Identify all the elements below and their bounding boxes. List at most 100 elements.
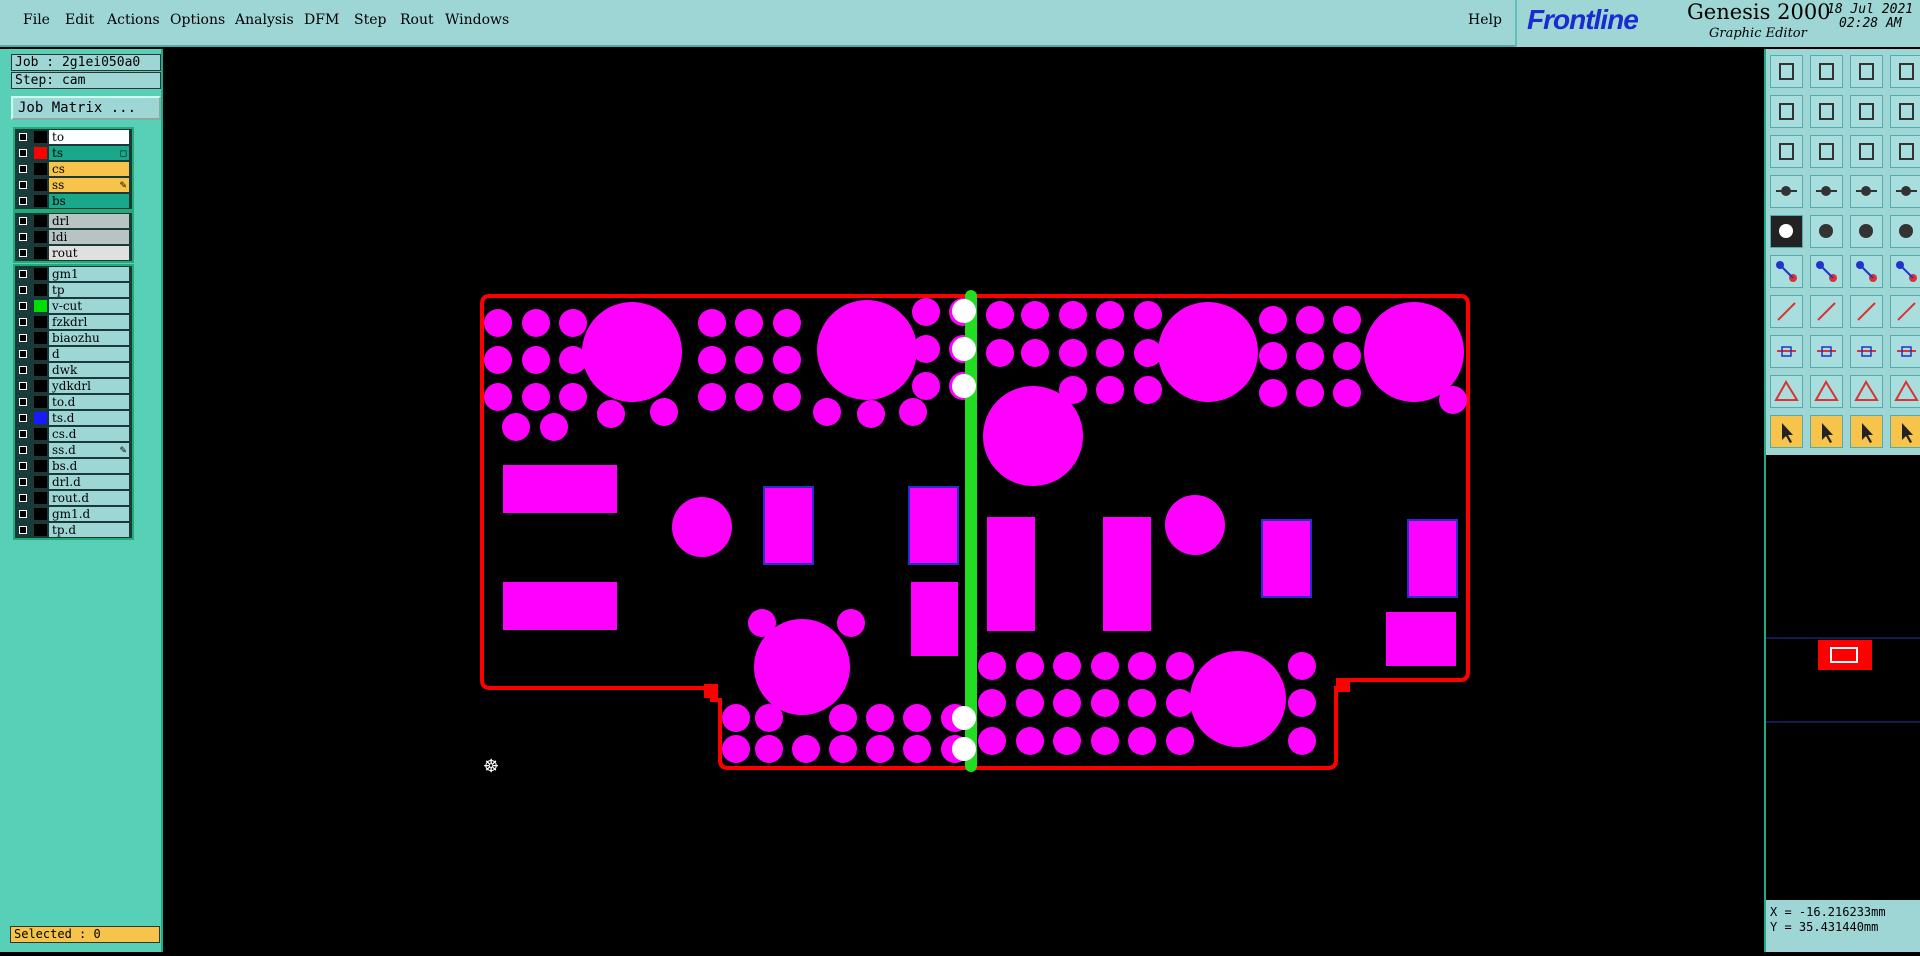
window-icon[interactable] bbox=[1890, 55, 1920, 88]
pointer2-icon[interactable] bbox=[1810, 415, 1843, 448]
draw2-icon[interactable] bbox=[1810, 295, 1843, 328]
tri3-icon[interactable] bbox=[1850, 375, 1883, 408]
layer-checkbox[interactable] bbox=[19, 149, 27, 157]
connect-icon[interactable] bbox=[1770, 255, 1803, 288]
layer-row-drl.d[interactable]: drl.d bbox=[15, 474, 132, 490]
move-icon[interactable] bbox=[1810, 255, 1843, 288]
layer-name[interactable]: bs.d bbox=[49, 459, 129, 473]
layer-name[interactable]: ydkdrl bbox=[49, 379, 129, 393]
layer-color-swatch[interactable] bbox=[34, 364, 47, 376]
layer-color-swatch[interactable] bbox=[34, 348, 47, 360]
layer-name[interactable]: ss✎ bbox=[49, 178, 129, 192]
text-icon[interactable] bbox=[1890, 295, 1920, 328]
layer-name[interactable]: ts.d bbox=[49, 411, 129, 425]
graphic-canvas[interactable]: ☸ bbox=[163, 49, 1764, 952]
layer-name[interactable]: drl.d bbox=[49, 475, 129, 489]
overview-window[interactable] bbox=[1766, 455, 1920, 900]
layer-checkbox[interactable] bbox=[19, 286, 27, 294]
layer-row-cs[interactable]: cs bbox=[15, 161, 132, 177]
layer-name[interactable]: drl bbox=[49, 214, 129, 228]
layer-checkbox[interactable] bbox=[19, 133, 27, 141]
layer-name[interactable]: dwk bbox=[49, 363, 129, 377]
layer-name[interactable]: v-cut bbox=[49, 299, 129, 313]
pointer3-icon[interactable] bbox=[1850, 415, 1883, 448]
layer-row-rout.d[interactable]: rout.d bbox=[15, 490, 132, 506]
copy-icon[interactable] bbox=[1770, 335, 1803, 368]
menu-windows[interactable]: Windows bbox=[445, 12, 510, 28]
layer-row-ldi[interactable]: ldi bbox=[15, 229, 132, 245]
layer-color-swatch[interactable] bbox=[34, 476, 47, 488]
draw-icon[interactable] bbox=[1770, 295, 1803, 328]
layer-row-dwk[interactable]: dwk bbox=[15, 362, 132, 378]
layer-checkbox[interactable] bbox=[19, 494, 27, 502]
pointer-icon[interactable] bbox=[1770, 415, 1803, 448]
layer-color-swatch[interactable] bbox=[34, 412, 47, 424]
menu-analysis[interactable]: Analysis bbox=[235, 12, 294, 28]
layer-checkbox[interactable] bbox=[19, 165, 27, 173]
layer-name[interactable]: biaozhu bbox=[49, 331, 129, 345]
layer-color-swatch[interactable] bbox=[34, 508, 47, 520]
layer-row-to[interactable]: to bbox=[15, 129, 132, 145]
net-icon[interactable] bbox=[1850, 175, 1883, 208]
layer-color-swatch[interactable] bbox=[34, 316, 47, 328]
layer-checkbox[interactable] bbox=[19, 366, 27, 374]
layer-row-to.d[interactable]: to.d bbox=[15, 394, 132, 410]
open-icon[interactable] bbox=[1770, 55, 1803, 88]
zoom-in-icon[interactable] bbox=[1770, 95, 1803, 128]
layer-row-ts[interactable]: ts◻ bbox=[15, 145, 132, 161]
group-icon[interactable] bbox=[1890, 335, 1920, 368]
layer-color-swatch[interactable] bbox=[34, 147, 47, 159]
layer-color-swatch[interactable] bbox=[34, 396, 47, 408]
layer-checkbox[interactable] bbox=[19, 414, 27, 422]
layer-row-rout[interactable]: rout bbox=[15, 245, 132, 261]
pcb-view[interactable]: ☸ bbox=[163, 49, 1764, 952]
zoom-step-icon[interactable] bbox=[1890, 95, 1920, 128]
layer-name[interactable]: tp bbox=[49, 283, 129, 297]
pad-icon[interactable] bbox=[1770, 215, 1803, 248]
resize-icon[interactable] bbox=[1850, 335, 1883, 368]
layer-color-swatch[interactable] bbox=[34, 444, 47, 456]
shape-icon[interactable] bbox=[1810, 215, 1843, 248]
snap-icon[interactable] bbox=[1770, 175, 1803, 208]
layer-row-ss[interactable]: ss✎ bbox=[15, 177, 132, 193]
layer-name[interactable]: cs bbox=[49, 162, 129, 176]
layer-color-swatch[interactable] bbox=[34, 300, 47, 312]
ruler-icon[interactable] bbox=[1850, 215, 1883, 248]
layer-color-swatch[interactable] bbox=[34, 332, 47, 344]
layer-color-swatch[interactable] bbox=[34, 179, 47, 191]
layer-checkbox[interactable] bbox=[19, 270, 27, 278]
layer-row-gm1[interactable]: gm1 bbox=[15, 266, 132, 282]
layer-checkbox[interactable] bbox=[19, 510, 27, 518]
layer-row-v-cut[interactable]: v-cut bbox=[15, 298, 132, 314]
layer-name[interactable]: ldi bbox=[49, 230, 129, 244]
route-icon[interactable] bbox=[1890, 415, 1920, 448]
net2-icon[interactable] bbox=[1890, 175, 1920, 208]
dash-icon[interactable] bbox=[1810, 335, 1843, 368]
layer-row-d[interactable]: d bbox=[15, 346, 132, 362]
layer-name[interactable]: gm1.d bbox=[49, 507, 129, 521]
layer-color-swatch[interactable] bbox=[34, 524, 47, 536]
layer-color-swatch[interactable] bbox=[34, 428, 47, 440]
layer-row-tp.d[interactable]: tp.d bbox=[15, 522, 132, 538]
layer-color-swatch[interactable] bbox=[34, 195, 47, 207]
layer-checkbox[interactable] bbox=[19, 217, 27, 225]
layer-checkbox[interactable] bbox=[19, 478, 27, 486]
layer-checkbox[interactable] bbox=[19, 382, 27, 390]
layer-name[interactable]: ts◻ bbox=[49, 146, 129, 160]
tri-icon[interactable] bbox=[1770, 375, 1803, 408]
layer-checkbox[interactable] bbox=[19, 446, 27, 454]
menu-actions[interactable]: Actions bbox=[107, 12, 160, 28]
layer-checkbox[interactable] bbox=[19, 430, 27, 438]
layer-row-tp[interactable]: tp bbox=[15, 282, 132, 298]
save-icon[interactable] bbox=[1810, 55, 1843, 88]
job-matrix-button[interactable]: Job Matrix ... bbox=[11, 96, 161, 120]
menu-rout[interactable]: Rout bbox=[400, 12, 434, 28]
scale-icon[interactable] bbox=[1850, 135, 1883, 168]
tri4-icon[interactable] bbox=[1890, 375, 1920, 408]
layer-color-swatch[interactable] bbox=[34, 247, 47, 259]
layer-name[interactable]: bs bbox=[49, 194, 129, 208]
layer-name[interactable]: cs.d bbox=[49, 427, 129, 441]
layer-checkbox[interactable] bbox=[19, 233, 27, 241]
layer-name[interactable]: d bbox=[49, 347, 129, 361]
layer-color-swatch[interactable] bbox=[34, 284, 47, 296]
